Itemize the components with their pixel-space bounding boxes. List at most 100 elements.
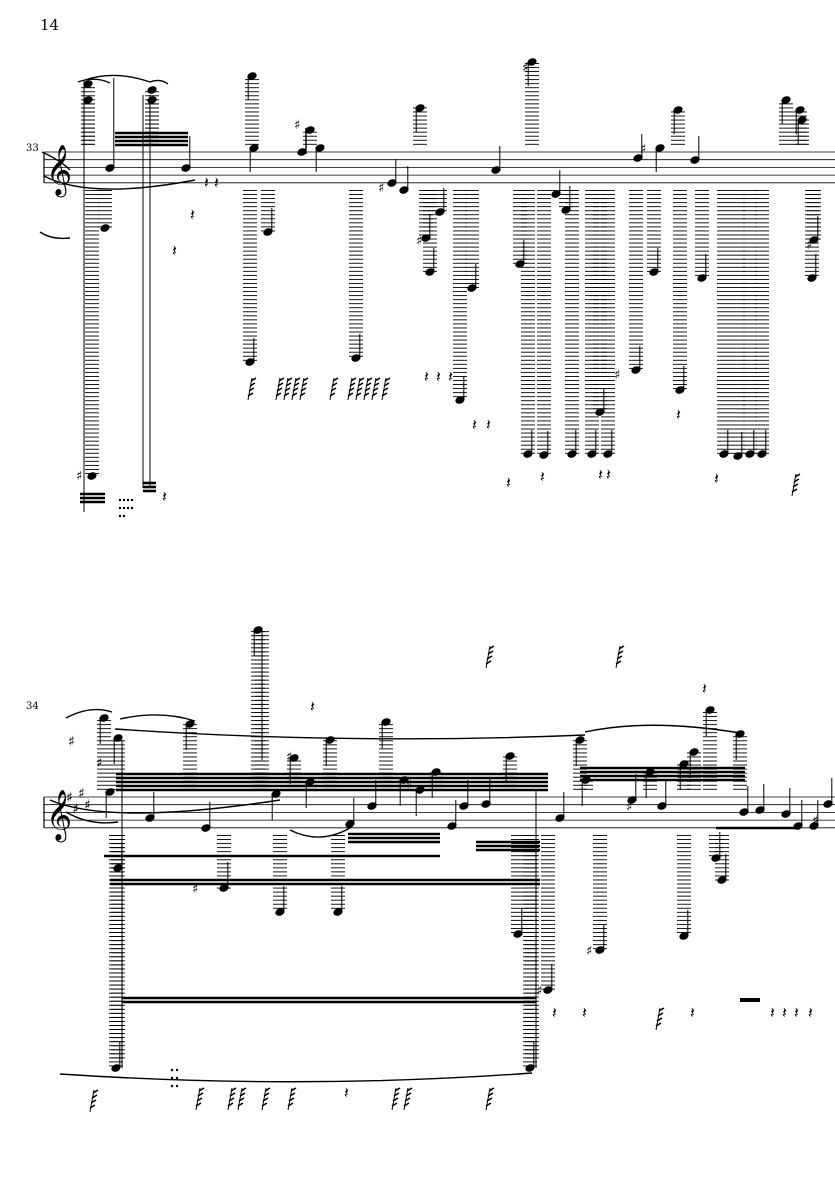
rest-flag [615, 660, 622, 665]
quarter-rest-icon: 𝄽 [486, 415, 491, 434]
sharp-icon: ♯ [626, 800, 632, 815]
rest-flag [793, 478, 800, 483]
quarter-rest-icon: 𝄽 [448, 367, 453, 386]
rest-flag [404, 1097, 411, 1102]
rest-flag [656, 1017, 663, 1022]
dot [118, 498, 122, 502]
slur [65, 811, 119, 824]
sharp-icon: ♯ [416, 234, 422, 249]
tie [149, 79, 169, 85]
rest-flag [655, 1022, 662, 1027]
sharp-icon: ♯ [812, 814, 818, 829]
rest-flag [277, 382, 284, 387]
quarter-rest-icon: 𝄽 [808, 1003, 813, 1022]
rest-flag [239, 1092, 246, 1097]
rest-flag [384, 377, 391, 382]
rest-flag [794, 473, 801, 478]
dot [170, 1084, 174, 1088]
rest-flag [365, 382, 372, 387]
rest-flag [227, 1102, 234, 1107]
quarter-rest-icon: 𝄽 [472, 415, 477, 434]
rest-flag [291, 392, 298, 397]
quarter-rest-icon: 𝄽 [770, 1003, 775, 1022]
sharp-icon: ♯ [614, 368, 620, 383]
rest-flag [302, 377, 309, 382]
sharp-icon: ♯ [96, 756, 102, 771]
rest-flag [238, 1097, 245, 1102]
rest-flag [331, 382, 338, 387]
rest-flag [406, 1087, 413, 1092]
dot [122, 506, 126, 510]
rest-flag [488, 1087, 495, 1092]
rest-flag [247, 392, 254, 397]
rest-flag [485, 660, 492, 665]
rest-flag [299, 392, 306, 397]
quarter-rest-icon: 𝄽 [436, 367, 441, 386]
dot [118, 514, 122, 518]
quarter-rest-icon: 𝄽 [190, 205, 195, 224]
quarter-rest-icon: 𝄽 [606, 465, 611, 484]
rest-flag [403, 1102, 410, 1107]
sharp-icon: ♯ [294, 118, 300, 133]
sharp-icon: ♯ [192, 882, 198, 897]
quarter-rest-icon: 𝄽 [676, 405, 681, 424]
rest-flag [393, 1092, 400, 1097]
rest-flag [348, 387, 355, 392]
tie [119, 714, 196, 722]
rest-flag [657, 1012, 664, 1017]
notehead [147, 96, 157, 104]
quarter-rest-icon: 𝄽 [690, 1003, 695, 1022]
key-signature-sharp-icon: ♯ [84, 798, 91, 814]
quarter-rest-icon: 𝄽 [162, 487, 167, 506]
slur [289, 827, 351, 838]
rest-flag [240, 1087, 247, 1092]
rest-flag [196, 1097, 203, 1102]
quarter-rest-icon: 𝄽 [310, 697, 315, 716]
notehead [100, 224, 110, 232]
sharp-icon: ♯ [536, 984, 542, 999]
rest-flag [278, 377, 285, 382]
rest-flag [195, 1102, 202, 1107]
rest-flag [329, 392, 336, 397]
sharp-icon: ♯ [378, 181, 384, 196]
rest-flag [382, 387, 389, 392]
quarter-rest-icon: 𝄽 [204, 173, 209, 192]
dot [130, 506, 134, 510]
rest-flag [349, 382, 356, 387]
rest-flag [285, 382, 292, 387]
rest-flag [301, 382, 308, 387]
quarter-rest-icon: 𝄽 [506, 473, 511, 492]
tie [84, 74, 151, 83]
rest-flag [250, 377, 257, 382]
quarter-rest-icon: 𝄽 [214, 173, 219, 192]
slur [65, 708, 113, 719]
rest-flag [363, 392, 370, 397]
quarter-rest-icon: 𝄽 [552, 1003, 557, 1022]
quarter-rest-icon: 𝄽 [598, 465, 603, 484]
rest-flag [791, 488, 798, 493]
rest-flag [616, 655, 623, 660]
rest-flag [197, 1092, 204, 1097]
rest-flag [332, 377, 339, 382]
sharp-icon: ♯ [286, 750, 292, 765]
measure-number-34: 34 [26, 701, 39, 712]
rest-flag [90, 1099, 97, 1104]
rest-flag [261, 1102, 268, 1107]
quarter-rest-icon: 𝄽 [540, 467, 545, 486]
rest-flag [487, 1092, 494, 1097]
rest-flag [372, 387, 379, 392]
slur [39, 231, 71, 240]
dot [122, 514, 126, 518]
treble-clef-icon: 𝄞 [46, 144, 72, 197]
rest-flag [792, 483, 799, 488]
tie [584, 724, 741, 734]
rest-flag [288, 1097, 295, 1102]
rest-flag [91, 1094, 98, 1099]
dot [130, 498, 134, 502]
quarter-rest-icon: 𝄽 [794, 1003, 799, 1022]
sharp-icon: ♯ [76, 469, 82, 484]
key-signature-sharp-icon: ♯ [72, 802, 79, 818]
rest-flag [229, 1092, 236, 1097]
slur [49, 799, 281, 814]
